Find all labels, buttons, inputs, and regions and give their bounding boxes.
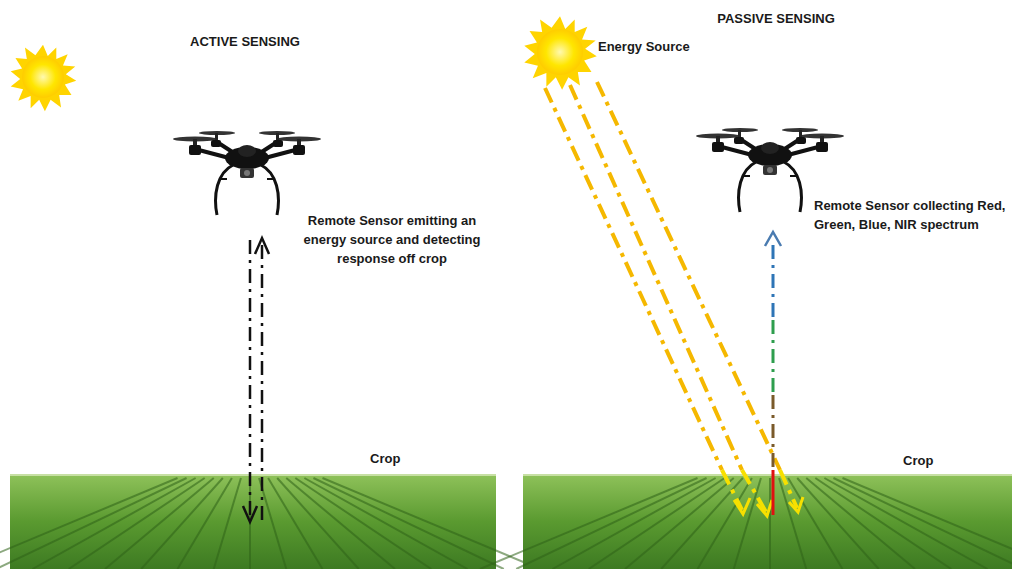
crop-label: Crop: [370, 450, 400, 469]
panel-title: PASSIVE SENSING: [717, 10, 835, 29]
sensor-note: Remote Sensor collecting Red, Green, Blu…: [814, 197, 1006, 235]
panel-title: ACTIVE SENSING: [190, 33, 300, 52]
sensor-note: Remote Sensor emitting an energy source …: [300, 212, 485, 269]
source-label: Energy Source: [598, 38, 690, 57]
crop-label: Crop: [903, 452, 933, 471]
